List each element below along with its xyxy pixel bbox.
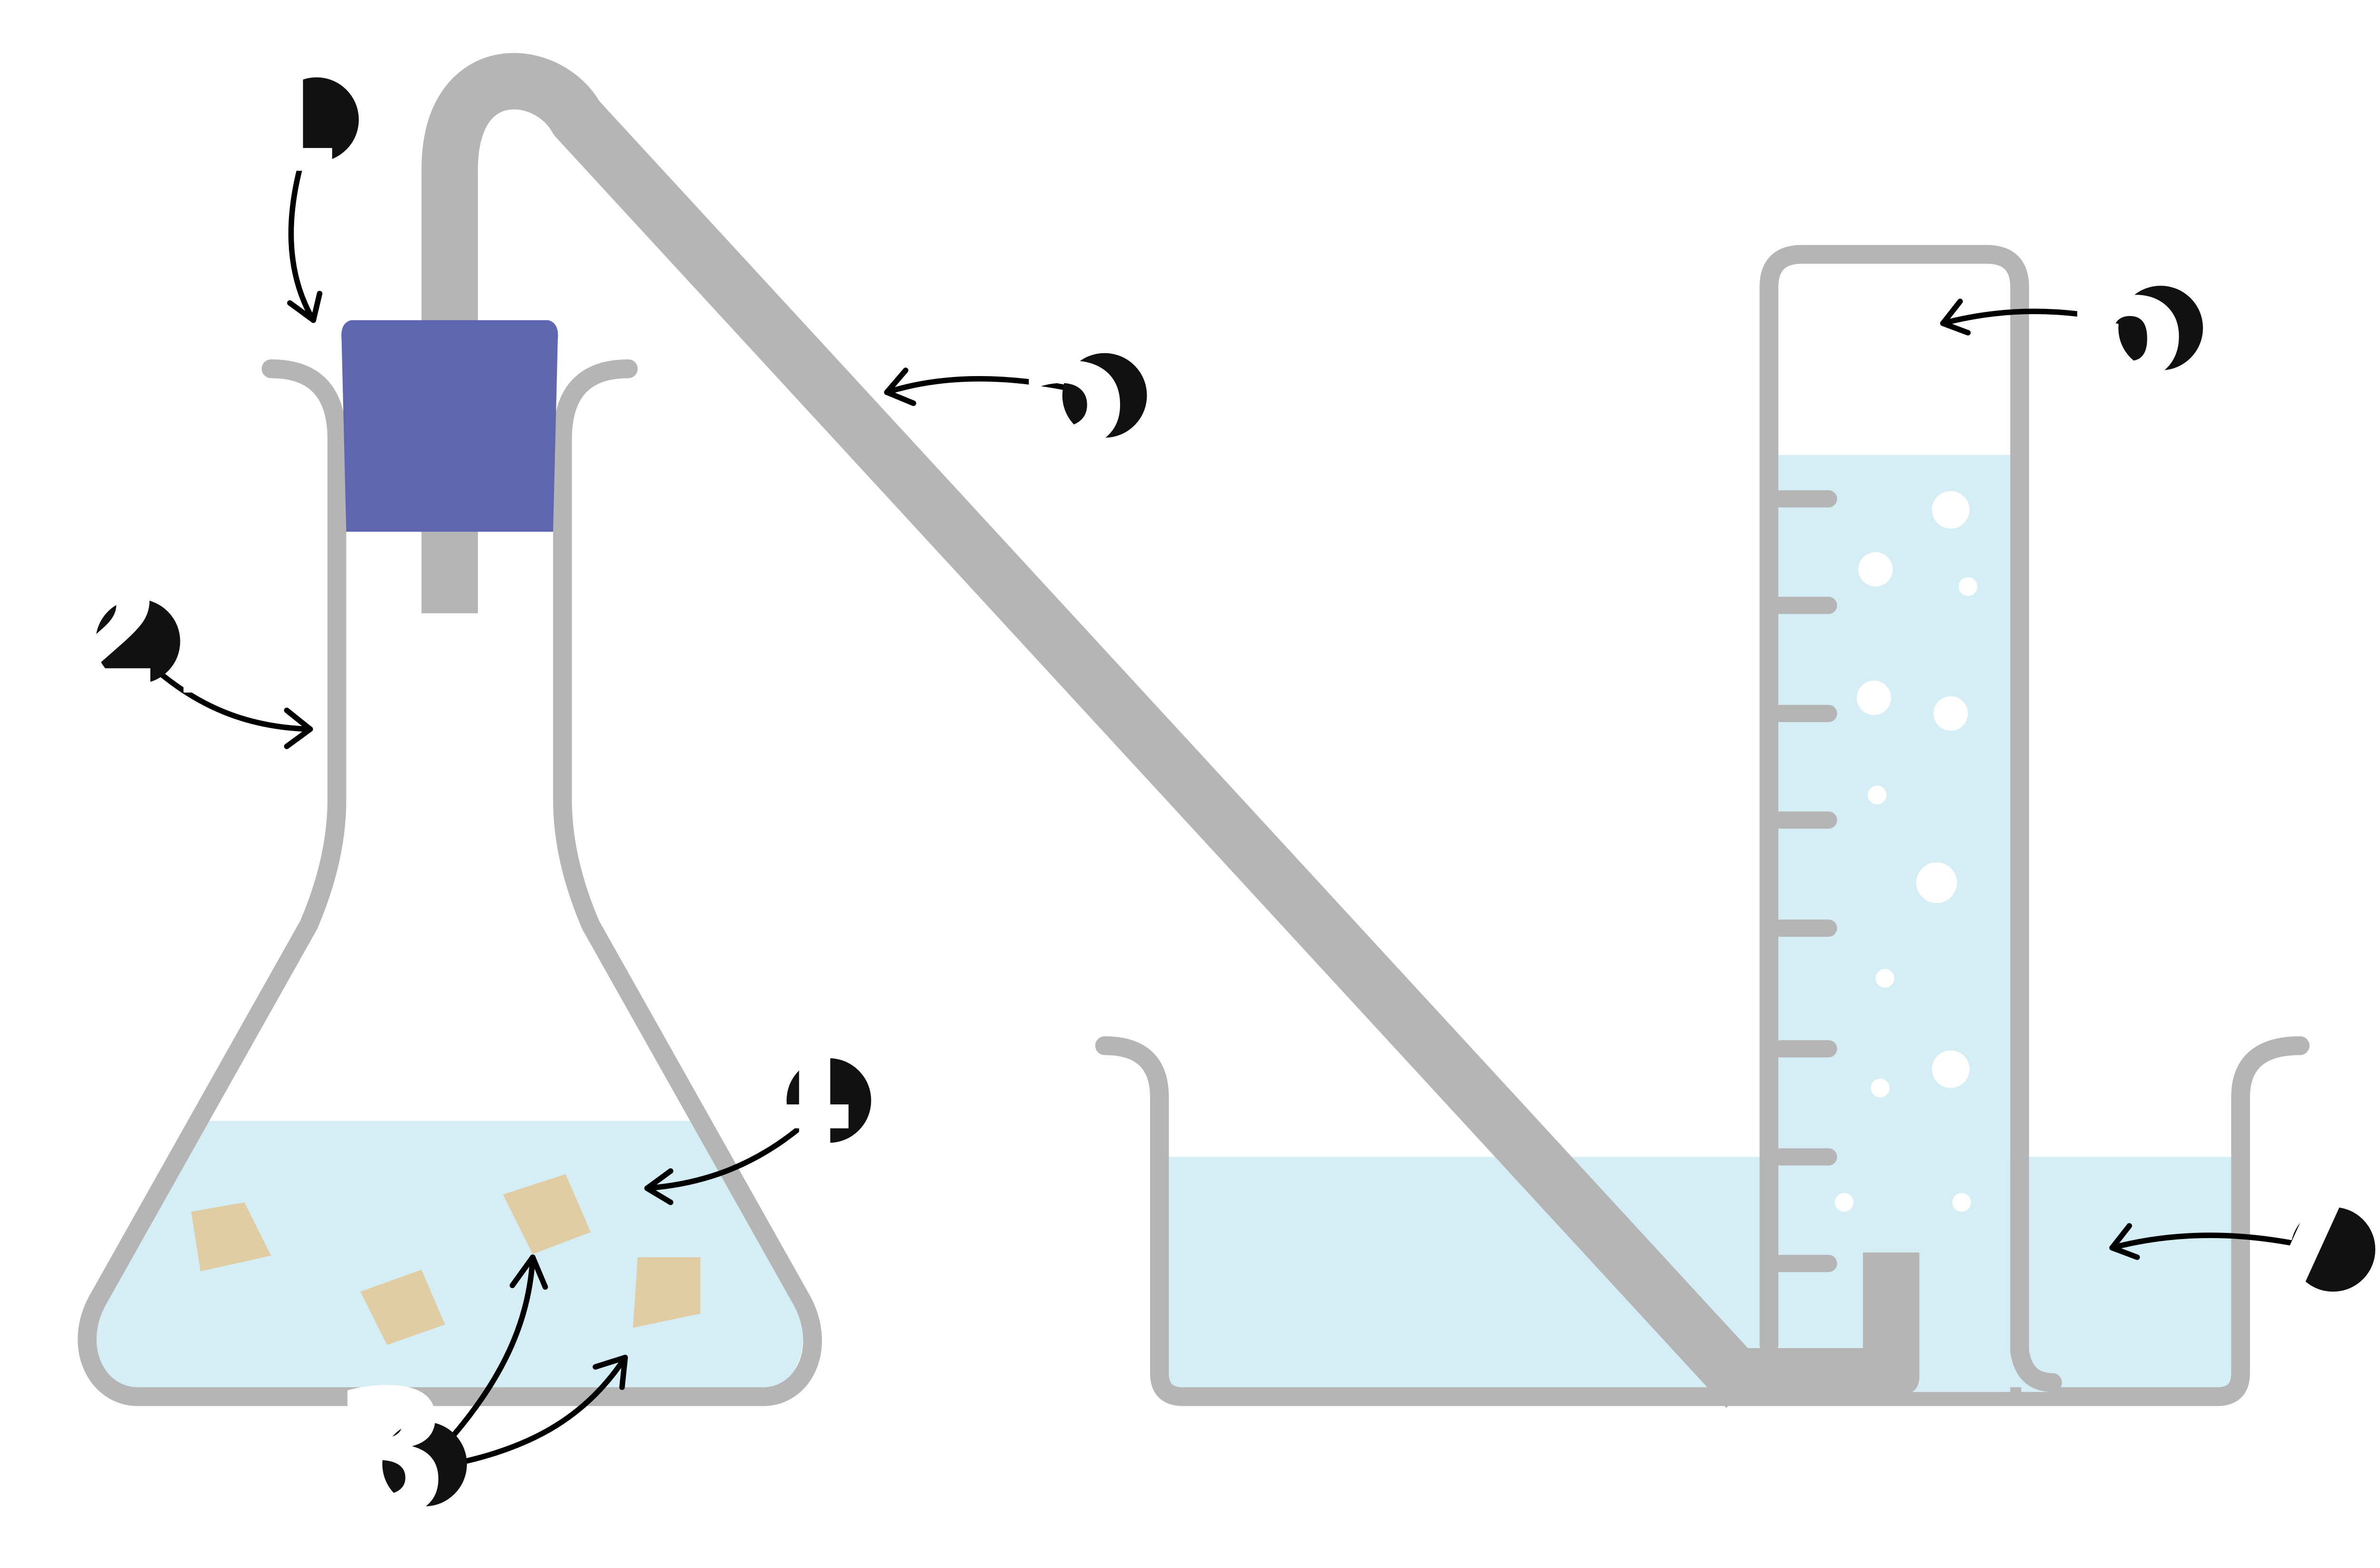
- label-7-text: 7.: [2239, 1138, 2380, 1342]
- gas-jar-graduations: [1771, 490, 1837, 1272]
- solid-piece: [191, 1202, 271, 1271]
- number-labels: 1. 2. 3. 4. 5. 6. 7.: [43, 8, 2380, 1557]
- delivery-tube: [421, 53, 1920, 1408]
- gas-bubble: [1933, 696, 1968, 731]
- label-1-text: 1.: [222, 8, 411, 212]
- trough-wall: [1095, 1036, 2310, 1406]
- label-3: 3.: [330, 1352, 519, 1557]
- label-4: 4.: [734, 989, 923, 1193]
- label-2: 2.: [43, 530, 232, 734]
- gas-jar-wall: [1759, 245, 2062, 1392]
- conical-flask: [78, 320, 822, 1406]
- arrow-1: [287, 156, 323, 323]
- stopper: [341, 320, 558, 532]
- delivery-tube-foot: [1747, 1252, 1920, 1395]
- label-3-text: 3.: [330, 1352, 519, 1557]
- gas-bubble: [1875, 969, 1894, 988]
- label-5-text: 5.: [1010, 284, 1199, 488]
- solid-piece: [503, 1174, 591, 1254]
- flask-wall: [78, 359, 822, 1406]
- gas-bubble: [1867, 785, 1887, 804]
- solid-piece: [633, 1257, 701, 1328]
- gas-bubble: [1916, 862, 1957, 903]
- gas-bubble: [1856, 680, 1892, 715]
- gas-bubble: [1932, 491, 1970, 529]
- gas-bubble: [1858, 552, 1893, 587]
- gas-bubble: [1932, 1050, 1970, 1088]
- solid-reactants: [191, 1174, 701, 1345]
- gas-bubble: [1835, 1193, 1854, 1212]
- leader-arrows: [159, 156, 2295, 1464]
- arrow-7: [2109, 1223, 2295, 1260]
- arrow-3a: [451, 1254, 548, 1437]
- label-6-text: 6.: [2066, 217, 2255, 421]
- label-2-text: 2.: [43, 530, 232, 734]
- label-5: 5.: [1010, 284, 1199, 488]
- label-4-text: 4.: [734, 989, 923, 1193]
- gas-bubble: [1958, 577, 1978, 596]
- gas-bubbles: [1835, 491, 1978, 1212]
- arrow-6: [1940, 298, 2124, 336]
- arrow-4: [644, 1124, 803, 1205]
- delivery-tube-inside-stopper: [421, 532, 478, 614]
- flask-water: [96, 1121, 803, 1395]
- arrow-5: [884, 367, 1069, 406]
- label-6: 6.: [2066, 217, 2255, 421]
- arrow-3b: [464, 1354, 628, 1464]
- gas-bubble: [1952, 1193, 1971, 1212]
- label-7: 7.: [2239, 1138, 2380, 1342]
- gas-jar: [1759, 245, 2062, 1392]
- gas-bubble: [1871, 1078, 1890, 1098]
- label-1: 1.: [222, 8, 411, 212]
- arrow-2: [159, 671, 313, 749]
- solid-piece: [360, 1270, 445, 1345]
- delivery-tube-body: [421, 53, 1768, 1408]
